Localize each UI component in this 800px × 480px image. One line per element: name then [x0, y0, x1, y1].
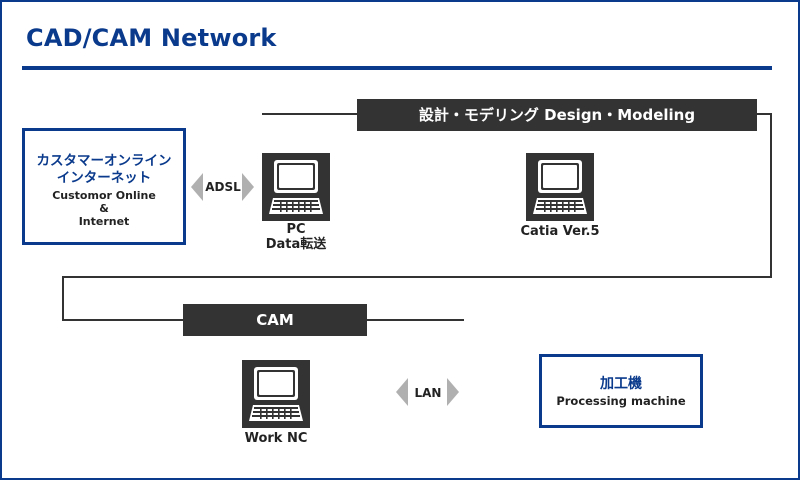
connector-cam-left	[62, 319, 184, 321]
connector-right-vertical	[770, 113, 772, 278]
machine-en-label: Processing machine	[556, 394, 686, 408]
adsl-label: ADSL	[205, 180, 241, 194]
computer-icon	[262, 153, 330, 221]
online-en-line1: Customor Online	[52, 189, 156, 202]
connector-left-vertical	[62, 276, 64, 321]
online-jp-line1: カスタマーオンライン	[36, 153, 172, 169]
connector-top-left	[262, 113, 358, 115]
catia-caption: Catia Ver.5	[520, 224, 600, 239]
machine-jp-label: 加工機	[600, 376, 642, 392]
cam-bar: CAM	[183, 304, 367, 336]
title-underline	[22, 66, 772, 70]
lan-arrow-left-icon	[396, 378, 408, 406]
connector-top-right	[757, 113, 772, 115]
computer-icon	[526, 153, 594, 221]
connector-middle-horizontal	[62, 276, 772, 278]
work-nc-caption: Work NC	[244, 431, 308, 446]
adsl-arrow-right-icon	[242, 173, 254, 201]
page-title: CAD/CAM Network	[26, 24, 277, 52]
computer-icon	[242, 360, 310, 428]
online-en-line2: &	[99, 202, 109, 215]
processing-machine-box: 加工機 Processing machine	[539, 354, 703, 428]
customer-online-box: カスタマーオンライン インターネット Customor Online & Int…	[22, 128, 186, 245]
pc-label: PC	[286, 222, 306, 237]
design-modeling-bar: 設計・モデリング Design・Modeling	[357, 99, 757, 131]
adsl-arrow-left-icon	[191, 173, 203, 201]
pc-data-transfer-label: Data転送	[265, 237, 327, 252]
lan-arrow-right-icon	[447, 378, 459, 406]
pc-caption: PC Data転送	[246, 222, 346, 252]
lan-label: LAN	[414, 386, 442, 400]
online-jp-line2: インターネット	[56, 170, 152, 186]
online-en-line3: Internet	[78, 215, 130, 228]
connector-cam-right	[366, 319, 464, 321]
